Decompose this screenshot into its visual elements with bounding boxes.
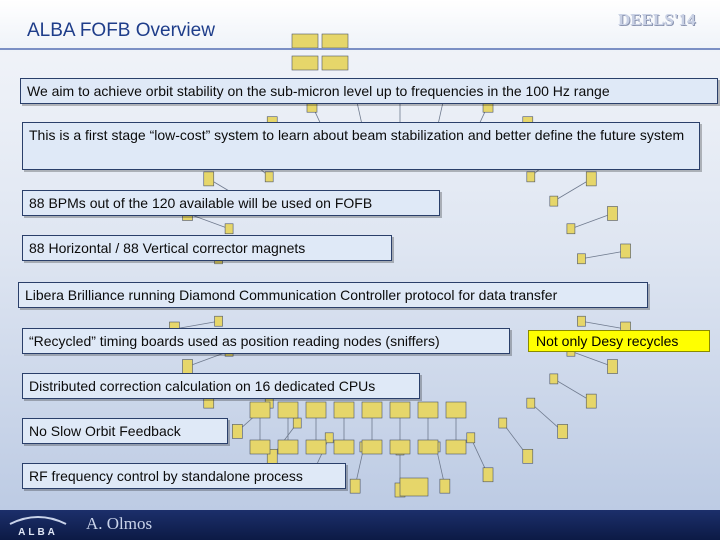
diagram-node [585,393,597,409]
diagram-hub-node [321,33,349,49]
diagram-node [498,417,508,429]
diagram-node [466,432,476,444]
diagram-link [187,213,230,230]
diagram-node [203,171,215,187]
diagram-node [224,223,234,235]
diagram-cpu-node [361,439,383,455]
diagram-node [549,195,559,207]
author-name: A. Olmos [86,514,153,533]
diagram-link [553,178,592,202]
diagram-cpu-node [305,439,327,455]
diagram-link [570,350,613,367]
diagram-cpu-node [333,439,355,455]
diagram-node [522,448,534,464]
diagram-cpu-node [277,439,299,455]
diagram-cpu-node [389,401,411,419]
diagram-node [439,478,451,494]
diagram-cpu-node [417,439,439,455]
diagram-node [549,373,559,385]
diagram-cpu-node [305,401,327,419]
callout-orbit-stability: We aim to achieve orbit stability on the… [20,78,718,104]
diagram-cpu-node [389,439,411,455]
diagram-link [174,320,219,330]
diagram-node [232,424,243,439]
callout-rf-frequency: RF frequency control by standalone proce… [22,463,346,489]
diagram-hub-node [321,55,349,71]
callout-bpm-count: 88 BPMs out of the 120 available will be… [22,190,440,216]
diagram-cpu-node [445,401,467,419]
diagram-link [553,378,592,402]
diagram-node [577,253,586,265]
diagram-node [324,432,334,444]
diagram-cpu-node [277,401,299,419]
conference-tag: DEELS'14 [618,10,696,29]
diagram-node [557,424,568,439]
diagram-cpu-node [445,439,467,455]
diagram-cpu-node [417,401,439,419]
callout-no-slow-orbit: No Slow Orbit Feedback [22,418,228,444]
callout-timing-boards: “Recycled” timing boards used as positio… [22,328,510,354]
header-bar [0,0,720,52]
diagram-link [530,402,563,432]
diagram-node [607,359,618,374]
diagram-cpu-node [361,401,383,419]
diagram-cpu-node [333,401,355,419]
diagram-hub-node [291,33,319,49]
diagram-node [620,243,631,259]
alba-logo: ALBA [9,516,67,538]
footer-bar [0,510,720,540]
highlight-recycles: Not only Desy recycles [528,330,710,352]
callout-corrector-magnets: 88 Horizontal / 88 Vertical corrector ma… [22,235,392,261]
diagram-link [570,213,613,230]
diagram-cpu-node [399,477,429,497]
header-divider [0,48,720,50]
diagram-node [526,171,536,183]
diagram-node [292,417,302,429]
diagram-node [526,397,536,409]
diagram-node [566,223,576,235]
diagram-link [581,320,626,330]
diagram-cpu-node [249,439,271,455]
diagram-node [482,467,494,483]
diagram-node [585,171,597,187]
diagram-hub-node [291,55,319,71]
diagram-node [264,171,274,183]
slide-title: ALBA FOFB Overview [27,20,215,41]
diagram-cpu-node [249,401,271,419]
diagram-node [349,478,361,494]
diagram-link [581,250,626,260]
diagram-node [577,315,586,327]
callout-libera-protocol: Libera Brilliance running Diamond Commun… [18,282,648,308]
diagram-node [182,359,193,374]
diagram-node [607,206,618,221]
svg-text:ALBA: ALBA [18,527,58,538]
callout-distributed-correction: Distributed correction calculation on 16… [22,373,420,399]
diagram-node [214,315,223,327]
callout-low-cost-system: This is a first stage “low-cost” system … [22,122,700,170]
